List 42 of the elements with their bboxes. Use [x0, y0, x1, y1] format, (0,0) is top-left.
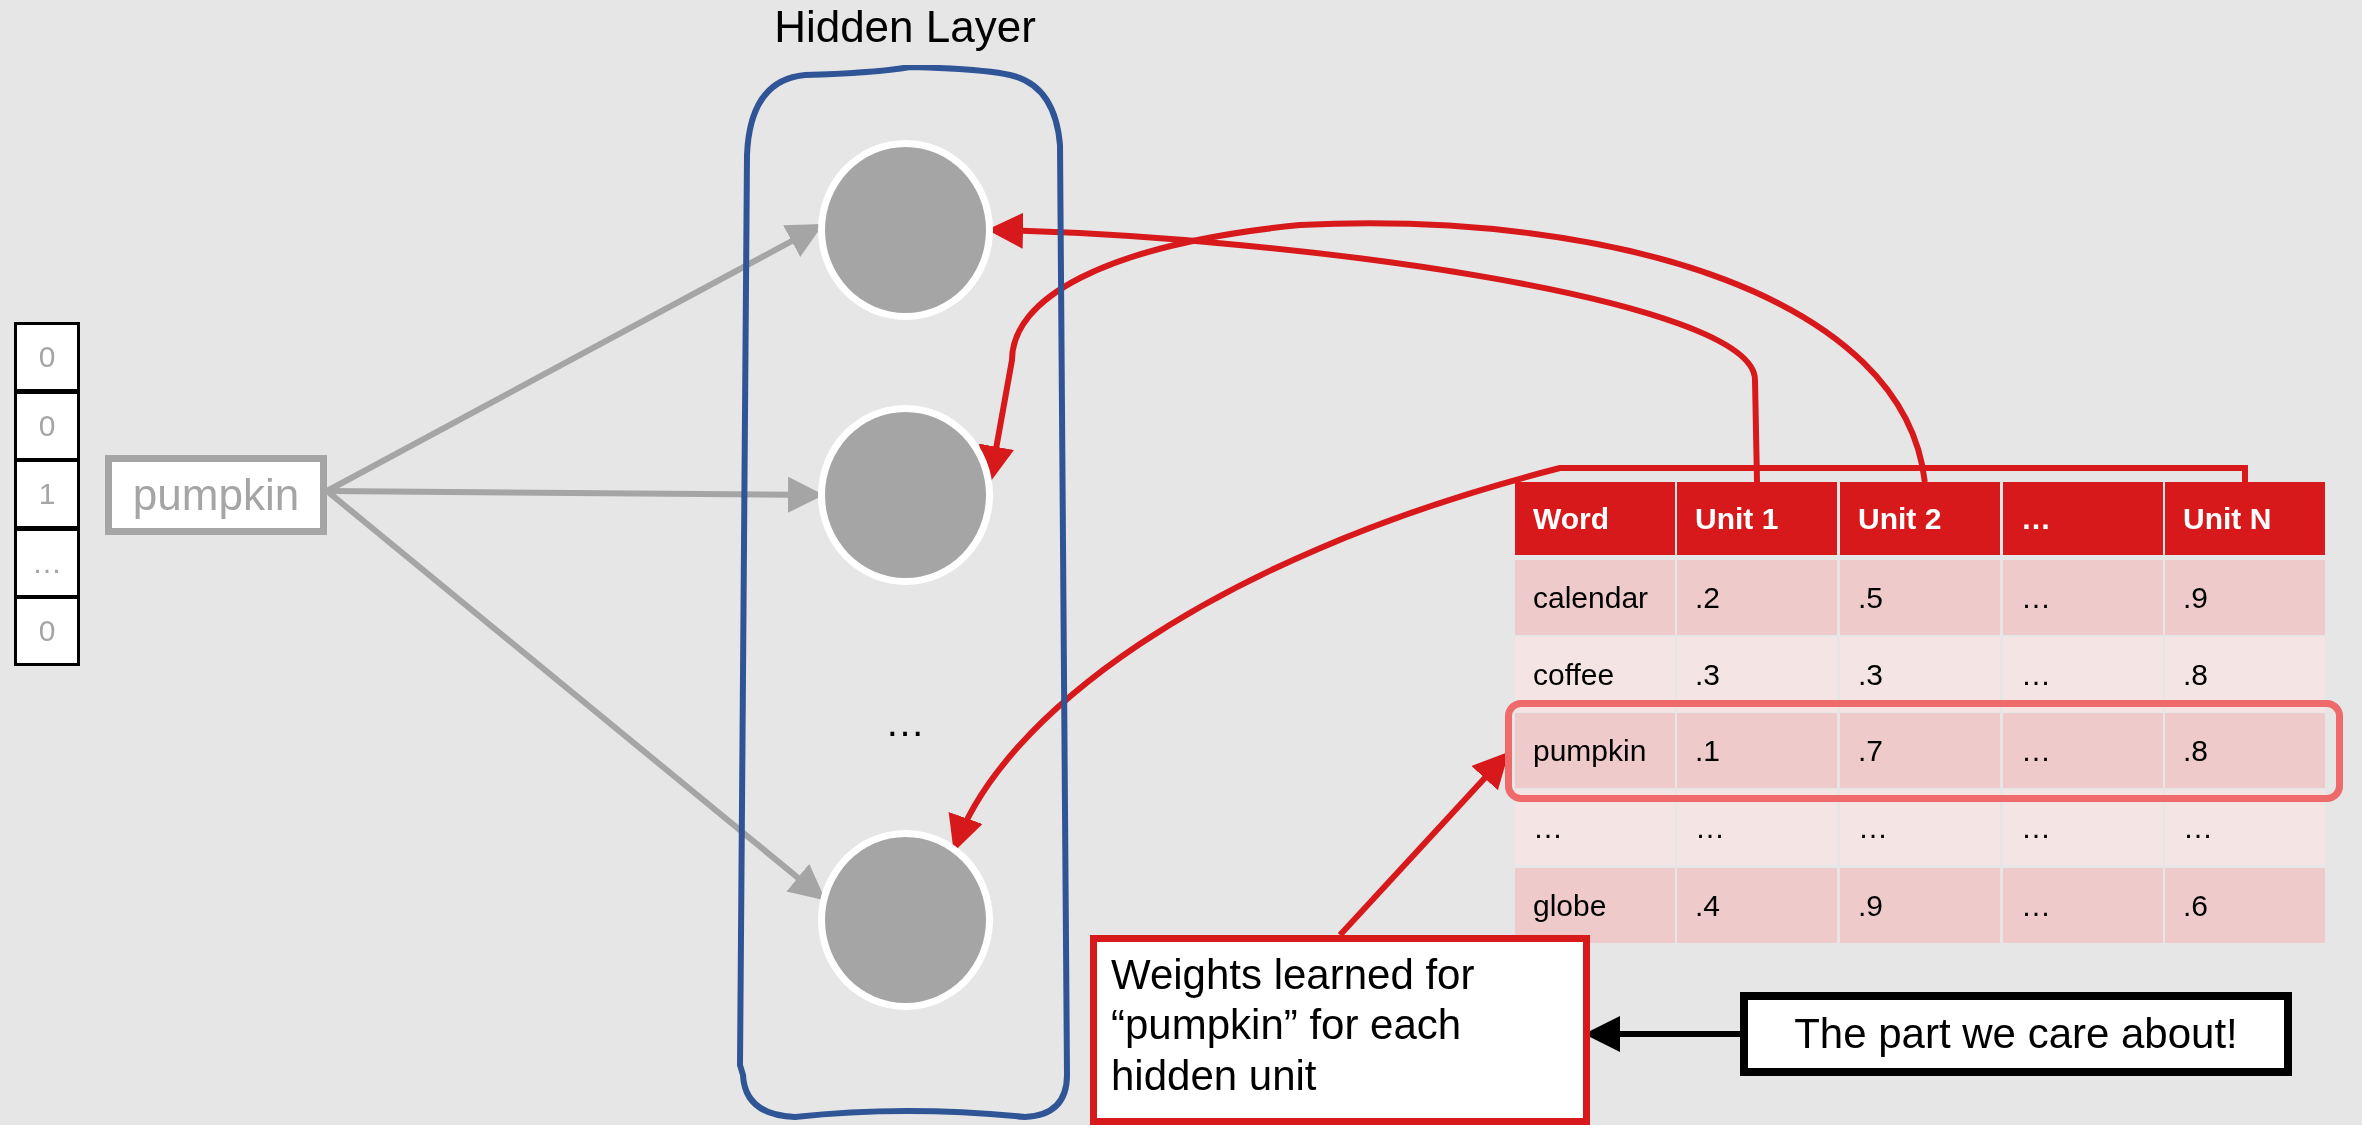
- vector-cell: 0: [14, 390, 80, 461]
- table-cell: .5: [1840, 560, 2000, 635]
- header-cell: Unit N: [2165, 482, 2325, 555]
- header-cell: Unit 2: [1840, 482, 2000, 555]
- table-cell: …: [2003, 637, 2163, 712]
- table-cell: .3: [1840, 637, 2000, 712]
- table-cell: .1: [1677, 713, 1837, 788]
- input-word-box: pumpkin: [105, 455, 327, 535]
- vector-cell: …: [14, 527, 80, 598]
- table-cell: pumpkin: [1515, 713, 1675, 788]
- table-cell: .9: [2165, 560, 2325, 635]
- table-cell: .7: [1840, 713, 2000, 788]
- header-cell: Word: [1515, 482, 1675, 555]
- table-cell: …: [1515, 790, 1675, 865]
- table-cell: globe: [1515, 868, 1675, 943]
- header-cell: …: [2003, 482, 2163, 555]
- table-cell: …: [1840, 790, 2000, 865]
- table-cell: …: [1677, 790, 1837, 865]
- note-box: The part we care about!: [1740, 992, 2292, 1076]
- table-cell: …: [2003, 790, 2163, 865]
- table-cell: .8: [2165, 713, 2325, 788]
- table-cell: .2: [1677, 560, 1837, 635]
- table-cell: …: [2003, 560, 2163, 635]
- table-cell: .6: [2165, 868, 2325, 943]
- table-cell: …: [2003, 713, 2163, 788]
- table-cell: .9: [1840, 868, 2000, 943]
- ellipsis-text: …: [884, 700, 926, 745]
- layer-title: Hidden Layer: [773, 2, 1037, 52]
- arrow: [978, 220, 1928, 483]
- vector-cell: 0: [14, 322, 80, 392]
- callout-box: Weights learned for “pumpkin” for each hidden unit: [1090, 935, 1590, 1125]
- table-cell: .3: [1677, 637, 1837, 712]
- table-cell: …: [2165, 790, 2325, 865]
- table-cell: calendar: [1515, 560, 1675, 635]
- row-highlight-outline: [1505, 700, 2343, 802]
- table-cell: coffee: [1515, 637, 1675, 712]
- vector-cell: 0: [14, 596, 80, 666]
- vector-cell: 1: [14, 459, 80, 529]
- table-cell: .4: [1677, 868, 1837, 943]
- header-cell: Unit 1: [1677, 482, 1837, 555]
- table-cell: …: [2003, 868, 2163, 943]
- table-cell: .8: [2165, 637, 2325, 712]
